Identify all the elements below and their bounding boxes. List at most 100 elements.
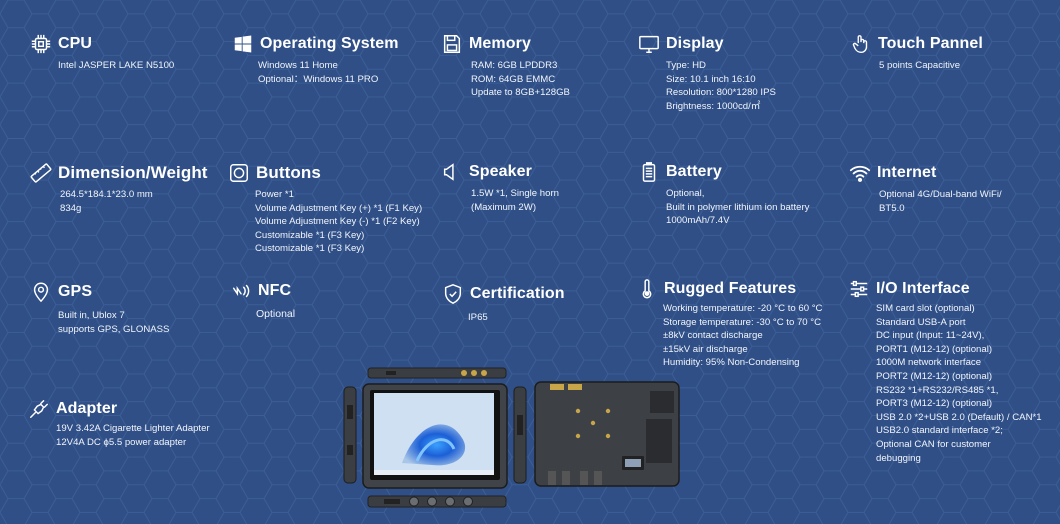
spec-title: CPU	[58, 35, 93, 52]
spec-title: Speaker	[469, 163, 532, 180]
spec-line: (Maximum 2W)	[471, 201, 537, 213]
spec-line: RS232 *1+RS232/RS485 *1,	[876, 384, 999, 396]
spec-line: BT5.0	[879, 202, 905, 214]
spec-line: Standard USB-A port	[876, 316, 966, 328]
spec-os: Operating System Windows 11 Home Optiona…	[232, 33, 399, 86]
spec-line: Size: 10.1 inch 16:10	[666, 73, 756, 85]
spec-line: Working temperature: -20 °C to 60 °C	[663, 303, 823, 314]
spec-internet: Internet Optional 4G/Dual-band WiFi/ BT5…	[849, 162, 1002, 215]
spec-title: Operating System	[260, 35, 399, 52]
spec-nfc: NFC Optional	[230, 280, 295, 322]
spec-line: Optional,	[666, 188, 705, 199]
button-icon	[228, 162, 250, 184]
spec-adapter: Adapter 19V 3.42A Cigarette Lighter Adap…	[28, 398, 210, 449]
speaker-icon	[441, 161, 463, 183]
shield-check-icon	[442, 283, 464, 305]
spec-line: ±15kV air discharge	[663, 343, 748, 355]
spec-line: 1000M network interface	[876, 357, 982, 369]
spec-line: Type: HD	[666, 60, 706, 71]
spec-title: Memory	[469, 35, 531, 52]
spec-line: Windows 11 Home	[258, 60, 338, 71]
spec-line: SIM card slot (optional)	[876, 303, 975, 314]
spec-title: Display	[666, 35, 724, 52]
nfc-icon	[230, 280, 252, 302]
spec-line: Power *1	[255, 189, 294, 200]
spec-line: 5 points Capacitive	[879, 60, 961, 71]
spec-line: Customizable *1 (F3 Key)	[255, 243, 365, 255]
spec-title: GPS	[58, 283, 93, 300]
thermometer-icon	[636, 278, 658, 300]
spec-line: Volume Adjustment Key (+) *1 (F1 Key)	[255, 202, 423, 214]
spec-line: USB2.0 standard interface *2;	[876, 425, 1003, 437]
spec-line: Resolution: 800*1280 IPS	[666, 87, 776, 99]
spec-line: Storage temperature: -30 °C to 70 °C	[663, 316, 822, 328]
spec-title: Adapter	[56, 400, 118, 417]
spec-line: 19V 3.42A Cigarette Lighter Adapter	[56, 423, 210, 434]
spec-title: Touch Pannel	[878, 35, 983, 52]
tablet-bottom-edge-view	[367, 495, 507, 508]
cpu-chip-icon	[30, 33, 52, 55]
spec-title: Internet	[877, 164, 937, 181]
spec-line: 1000mAh/7.4V	[666, 215, 730, 227]
spec-rugged: Rugged Features Working temperature: -20…	[636, 278, 822, 370]
spec-line: 834g	[60, 202, 82, 214]
spec-line: Volume Adjustment Key (-) *1 (F2 Key)	[255, 216, 420, 228]
tablet-back-view	[534, 381, 680, 487]
wifi-icon	[849, 162, 871, 184]
battery-icon	[638, 161, 660, 183]
spec-title: I/O Interface	[876, 280, 970, 297]
tablet-right-side-view	[513, 386, 527, 484]
spec-memory: Memory RAM: 6GB LPDDR3 ROM: 64GB EMMC Up…	[441, 33, 570, 100]
ruler-icon	[30, 162, 52, 184]
spec-line: RAM: 6GB LPDDR3	[471, 60, 558, 71]
spec-title: Dimension/Weight	[58, 163, 208, 182]
spec-title: Rugged Features	[664, 280, 797, 297]
plug-icon	[28, 398, 50, 420]
spec-line: Update to 8GB+128GB	[471, 87, 570, 99]
windows-logo-icon	[232, 33, 254, 55]
spec-title: Buttons	[256, 163, 321, 182]
spec-dimension: Dimension/Weight 264.5*184.1*23.0 mm 834…	[30, 162, 208, 215]
spec-line: PORT2 (M12-12) (optional)	[876, 370, 993, 382]
spec-line: 12V4A DC ϕ5.5 power adapter	[56, 436, 187, 448]
spec-line: Brightness: 1000cd/㎡	[666, 100, 761, 112]
spec-line: 1.5W *1, Single horn	[471, 188, 559, 199]
monitor-icon	[638, 33, 660, 55]
spec-battery: Battery Optional, Built in polymer lithi…	[638, 161, 809, 228]
spec-line: Built in, Ublox 7	[58, 310, 125, 321]
touch-hand-icon	[850, 33, 872, 55]
spec-line: Intel JASPER LAKE N5100	[58, 60, 175, 71]
spec-line: Optional	[256, 308, 296, 320]
tablet-front-view	[362, 383, 508, 489]
spec-line: PORT3 (M12-12) (optional)	[876, 398, 993, 410]
tablet-left-side-view	[343, 386, 357, 484]
spec-title: Certification	[470, 285, 565, 302]
spec-cpu: CPU Intel JASPER LAKE N5100	[30, 33, 174, 73]
tablet-top-edge-view	[367, 367, 507, 379]
sliders-icon	[848, 278, 870, 300]
spec-line: PORT1 (M12-12) (optional)	[876, 343, 993, 355]
spec-gps: GPS Built in, Ublox 7 supports GPS, GLON…	[30, 281, 169, 336]
spec-touch: Touch Pannel 5 points Capacitive	[850, 33, 983, 73]
spec-line: supports GPS, GLONASS	[58, 323, 170, 335]
spec-line: 264.5*184.1*23.0 mm	[60, 189, 153, 200]
map-pin-icon	[30, 281, 52, 303]
spec-line: IP65	[468, 312, 488, 323]
spec-line: Built in polymer lithium ion battery	[666, 201, 810, 213]
spec-line: Optional：Windows 11 PRO	[258, 73, 379, 85]
spec-speaker: Speaker 1.5W *1, Single horn (Maximum 2W…	[441, 161, 559, 214]
spec-title: Battery	[666, 163, 722, 180]
spec-line: Customizable *1 (F3 Key)	[255, 229, 365, 241]
spec-certification: Certification IP65	[442, 283, 565, 325]
spec-display: Display Type: HD Size: 10.1 inch 16:10 R…	[638, 33, 776, 113]
floppy-disk-icon	[441, 33, 463, 55]
spec-title: NFC	[258, 282, 292, 299]
spec-line: Humidity: 95% Non-Condensing	[663, 357, 800, 369]
spec-line: debugging	[876, 452, 921, 464]
spec-line: DC input (Input: 11~24V),	[876, 330, 985, 342]
spec-line: ±8kV contact discharge	[663, 330, 763, 342]
spec-line: ROM: 64GB EMMC	[471, 73, 556, 85]
spec-line: Optional 4G/Dual-band WiFi/	[879, 189, 1002, 200]
spec-buttons: Buttons Power *1 Volume Adjustment Key (…	[228, 162, 422, 256]
